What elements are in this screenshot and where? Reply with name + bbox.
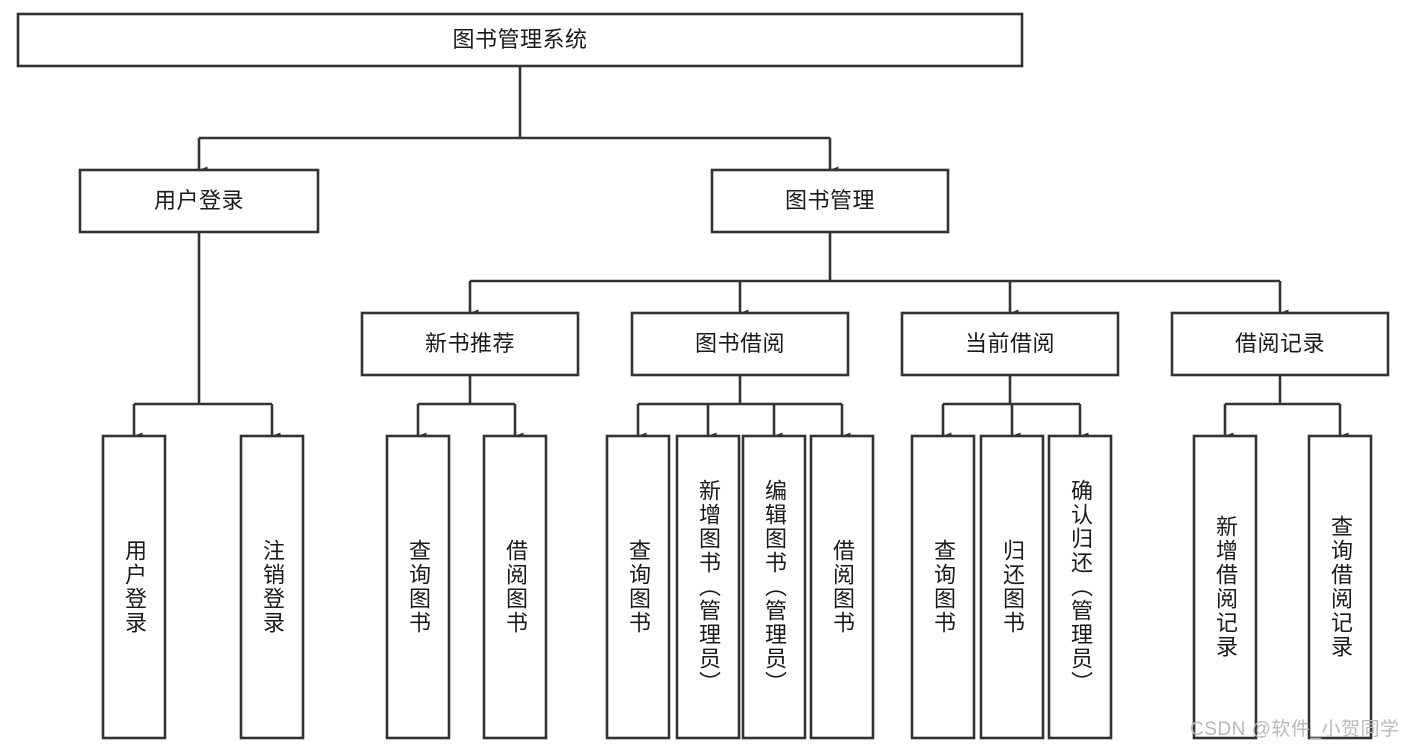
- node-box-leaf-query-book-1[interactable]: [385, 434, 451, 740]
- node-box-leaf-return-book[interactable]: [979, 434, 1045, 740]
- node-box-book-borrow[interactable]: [630, 311, 850, 377]
- node-box-leaf-borrow-book-1[interactable]: [482, 434, 548, 740]
- node-box-leaf-user-login[interactable]: [101, 434, 167, 740]
- node-box-leaf-borrow-book-2[interactable]: [809, 434, 875, 740]
- node-box-new-book-rec[interactable]: [360, 311, 580, 377]
- node-box-leaf-add-book[interactable]: [675, 434, 741, 740]
- node-box-leaf-logout[interactable]: [239, 434, 305, 740]
- node-box-borrow-record[interactable]: [1170, 311, 1390, 377]
- node-box-leaf-confirm-return[interactable]: [1047, 434, 1113, 740]
- csdn-watermark: CSDN @软件_小贺同学: [1190, 719, 1400, 740]
- node-box-book-manage[interactable]: [710, 168, 950, 234]
- node-box-leaf-edit-book[interactable]: [741, 434, 807, 740]
- node-box-layer: [16, 12, 1390, 740]
- node-box-leaf-query-record[interactable]: [1307, 434, 1373, 740]
- node-box-leaf-add-record[interactable]: [1192, 434, 1258, 740]
- node-box-leaf-query-book-2[interactable]: [605, 434, 671, 740]
- connector-layer: [132, 66, 1349, 440]
- node-box-root[interactable]: [16, 12, 1024, 68]
- node-box-current-borrow[interactable]: [900, 311, 1120, 377]
- node-box-leaf-query-book-3[interactable]: [910, 434, 976, 740]
- node-box-user-login[interactable]: [78, 168, 320, 234]
